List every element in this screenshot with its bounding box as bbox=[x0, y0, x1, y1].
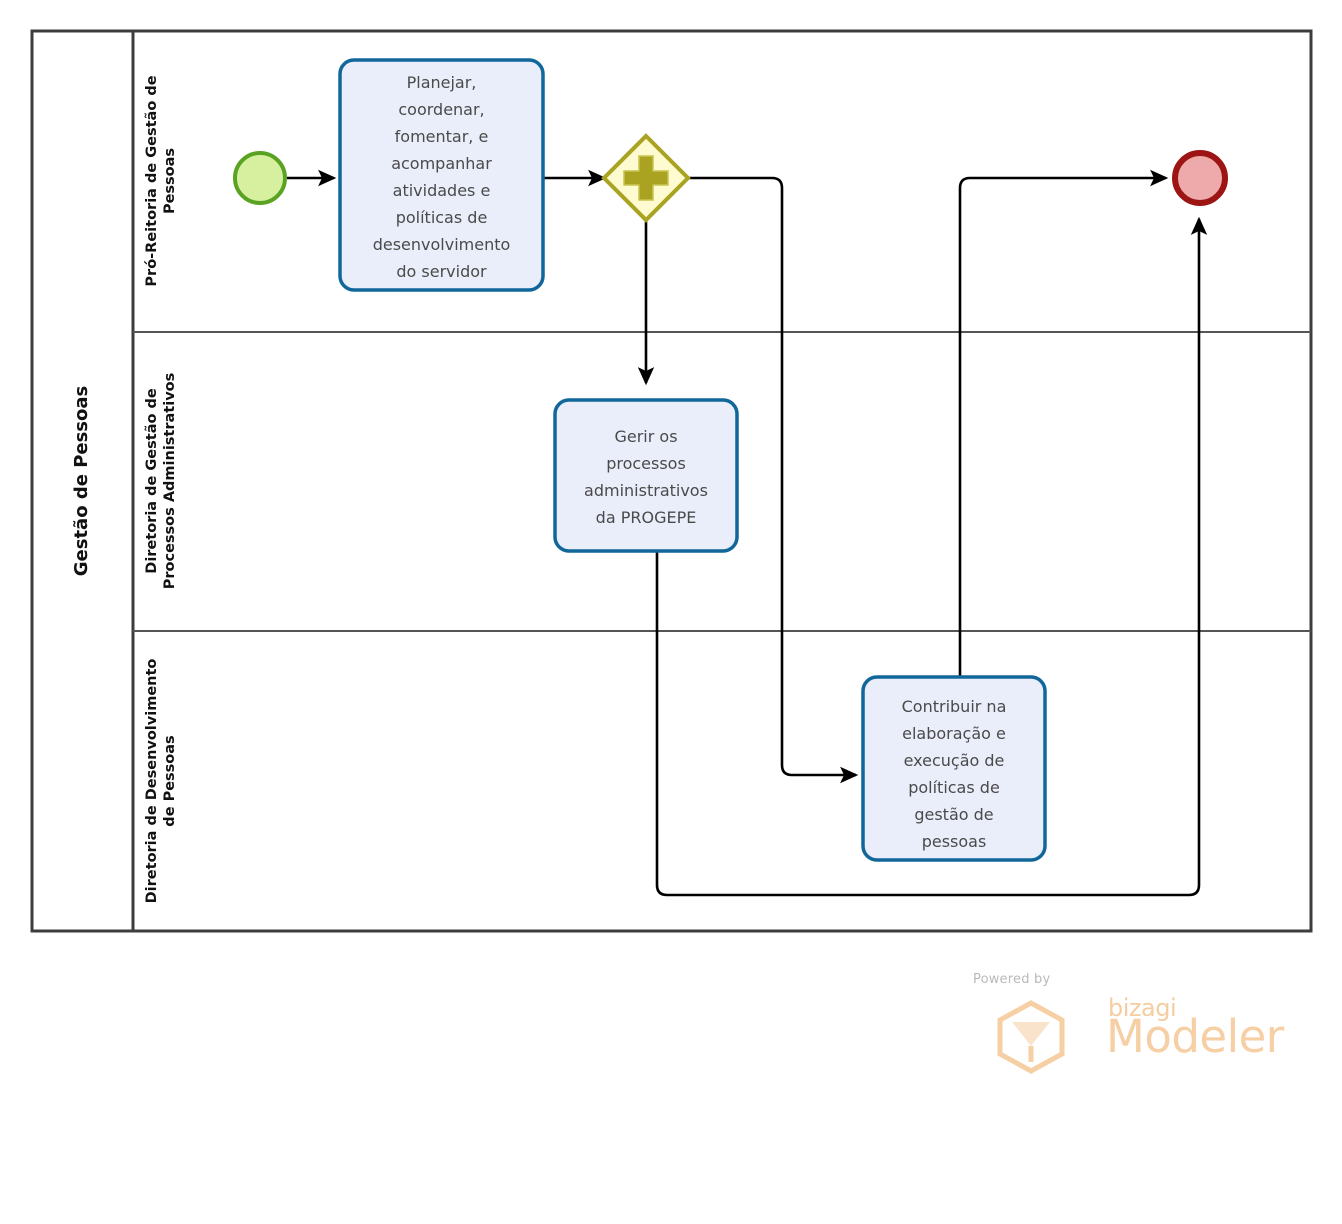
sequence-flows bbox=[287, 169, 1208, 897]
start-event-circle bbox=[233, 151, 287, 205]
modeler-product-label: Modeler bbox=[1106, 1010, 1284, 1063]
bizagi-watermark: Powered by bizagi Modeler bbox=[968, 972, 1284, 1082]
pool-title: Gestão de Pessoas bbox=[71, 386, 92, 577]
pool-gestao-de-pessoas[interactable]: Gestão de Pessoas Pró-Reitoria de Gestão… bbox=[30, 29, 1313, 933]
bizagi-brand-label: bizagi bbox=[1108, 994, 1177, 1022]
task-planejar-box bbox=[338, 58, 545, 292]
powered-by-label: Powered by bbox=[973, 972, 1051, 987]
bizagi-hexagon-logo-icon bbox=[997, 1000, 1065, 1074]
flow-gerir-to-end[interactable] bbox=[655, 216, 1208, 897]
start-event[interactable] bbox=[233, 151, 287, 205]
flow-contribuir-to-end[interactable] bbox=[958, 169, 1169, 677]
end-event[interactable] bbox=[1172, 150, 1228, 206]
end-event-circle bbox=[1172, 150, 1228, 206]
flow-gateway-to-contribuir[interactable] bbox=[688, 176, 859, 784]
task-gerir-box bbox=[553, 398, 739, 553]
parallel-gateway[interactable] bbox=[601, 133, 691, 223]
task-contribuir-box bbox=[861, 675, 1047, 862]
pool-outline bbox=[30, 29, 1313, 933]
gateway-plus-icon bbox=[623, 155, 669, 201]
